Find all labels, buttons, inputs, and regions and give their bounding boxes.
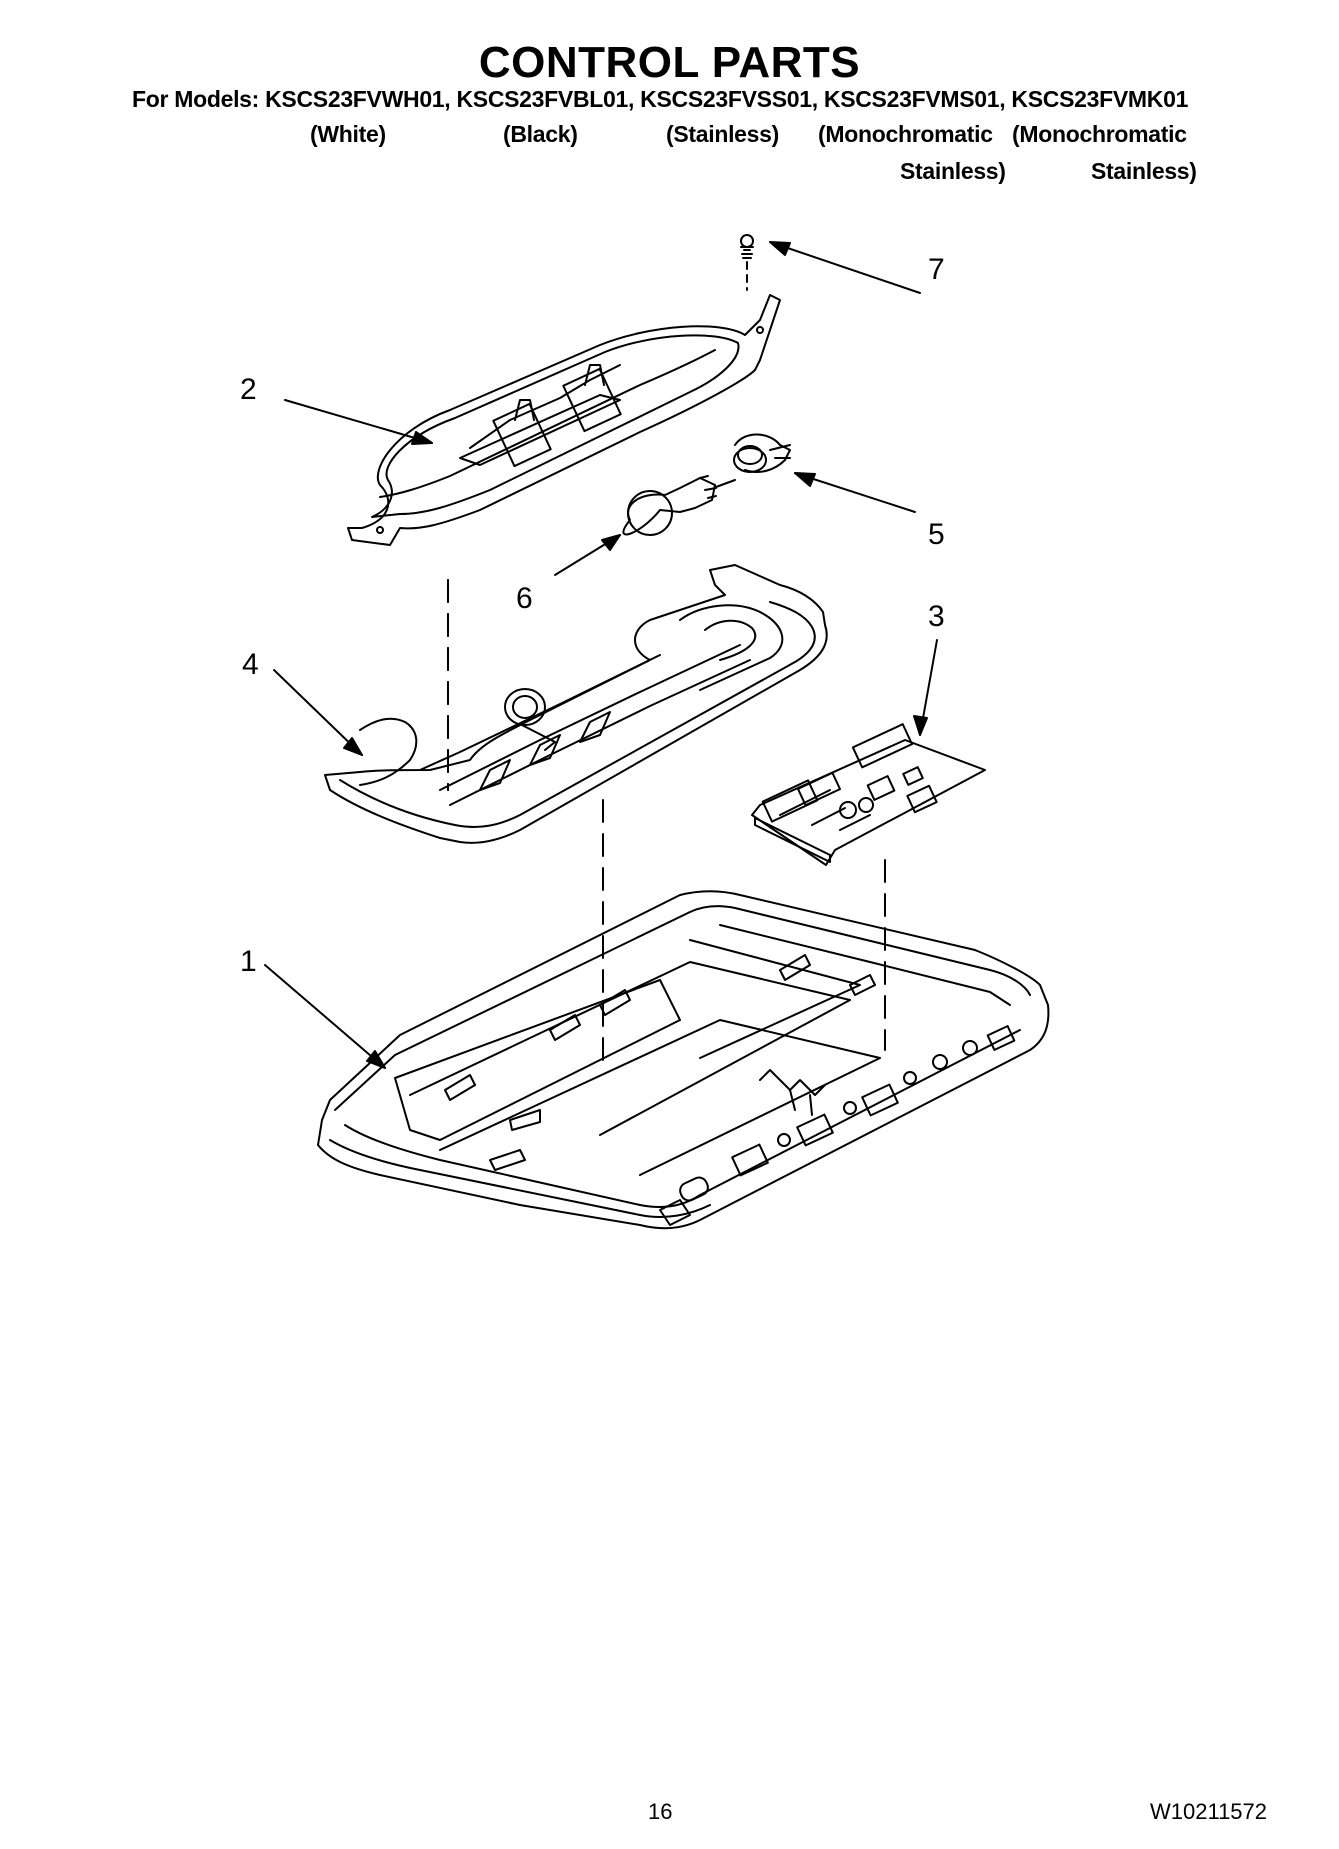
callout-5: 5 xyxy=(928,518,945,551)
finish-stainless-mono-1: Stainless) xyxy=(900,158,1006,184)
light-bulb-part-6 xyxy=(622,475,736,536)
callout-3: 3 xyxy=(928,600,945,633)
bulb-socket-part-5 xyxy=(733,433,791,473)
page-header: CONTROL PARTS For Models: KSCS23FVWH01, … xyxy=(0,0,1339,200)
control-board-part-3 xyxy=(751,723,986,866)
finish-monochromatic-2: (Monochromatic xyxy=(1012,121,1187,147)
finish-stainless: (Stainless) xyxy=(666,121,780,147)
callout-1: 1 xyxy=(240,945,257,978)
lens-part-4 xyxy=(324,564,828,844)
finish-black: (Black) xyxy=(503,121,578,147)
assembly-lines xyxy=(447,579,886,1071)
page-number: 16 xyxy=(648,1799,673,1824)
control-housing-part-1 xyxy=(317,890,1050,1230)
leader-arrows xyxy=(264,241,938,1069)
callout-7: 7 xyxy=(928,253,945,286)
light-housing-part-2 xyxy=(347,294,781,546)
document-number: W10211572 xyxy=(1150,1799,1268,1824)
callout-2: 2 xyxy=(240,373,257,406)
screw-part-7 xyxy=(740,234,754,291)
callout-6: 6 xyxy=(516,582,533,615)
finish-stainless-mono-2: Stainless) xyxy=(1091,158,1197,184)
models-line: For Models: KSCS23FVWH01, KSCS23FVBL01, … xyxy=(132,86,1189,112)
finish-white: (White) xyxy=(310,121,386,147)
finish-monochromatic-1: (Monochromatic xyxy=(818,121,993,147)
callout-4: 4 xyxy=(242,648,259,681)
page-title: CONTROL PARTS xyxy=(478,38,861,87)
